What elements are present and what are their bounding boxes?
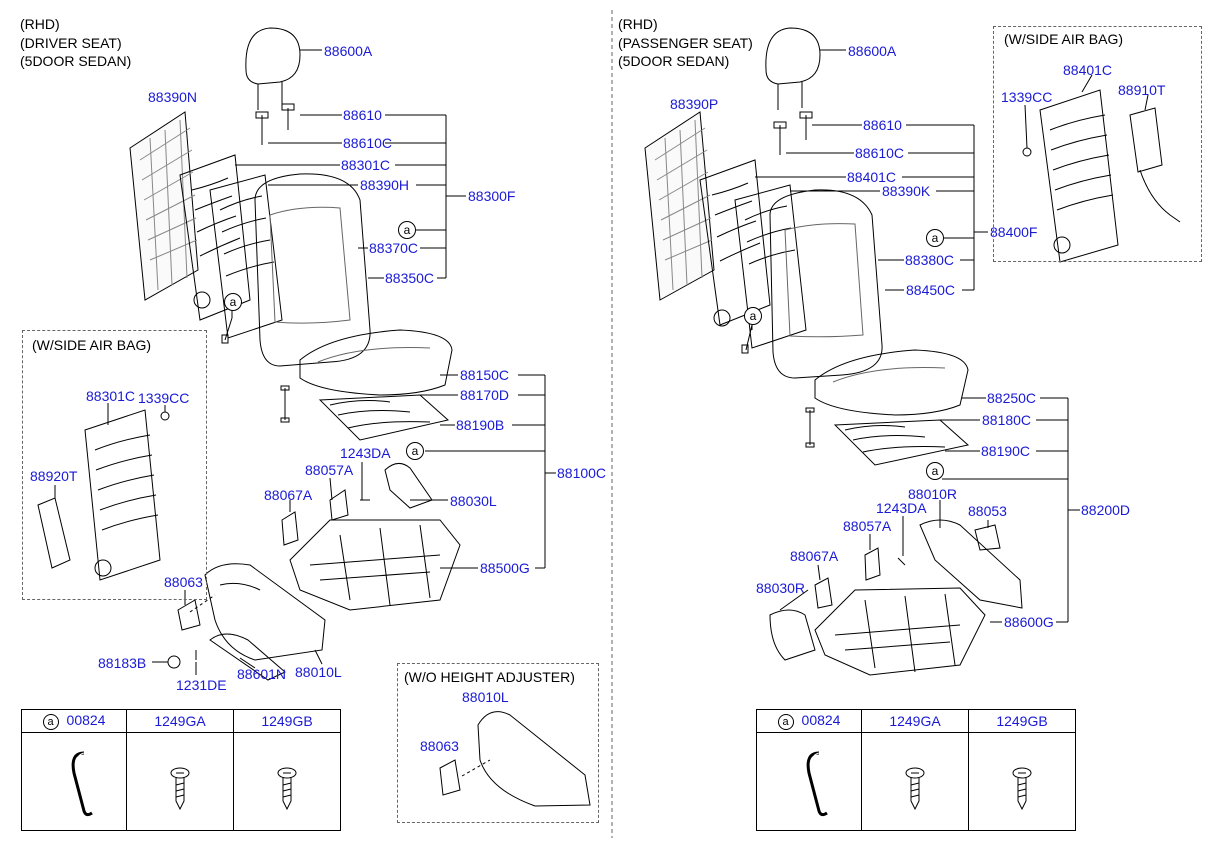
part-88183b[interactable]: 88183B (98, 655, 147, 671)
callout-a-table-left: a (42, 714, 59, 730)
table-header-1249ga-right[interactable]: 1249GA (889, 713, 941, 729)
part-88400f[interactable]: 88400F (990, 224, 1038, 240)
table-header-00824-right[interactable]: 00824 (801, 712, 841, 728)
no-height-adjuster-title: (W/O HEIGHT ADJUSTER) (404, 669, 575, 685)
part-1231de[interactable]: 1231DE (176, 677, 227, 693)
part-88190c[interactable]: 88190C (981, 443, 1031, 459)
screw-1249ga-left (126, 732, 234, 831)
screw-1249gb-right (968, 732, 1076, 831)
callout-a-frame-right: a (744, 307, 762, 325)
clip-icon (806, 751, 828, 817)
part-88380c[interactable]: 88380C (905, 252, 955, 268)
part-88010r[interactable]: 88010R (908, 486, 958, 502)
part-88067a-right[interactable]: 88067A (790, 548, 839, 564)
part-88401c[interactable]: 88401C (847, 169, 897, 185)
table-header-1249gb-right[interactable]: 1249GB (996, 713, 1048, 729)
part-88610-right[interactable]: 88610 (863, 117, 902, 133)
part-88250c[interactable]: 88250C (987, 390, 1037, 406)
part-88063-left[interactable]: 88063 (164, 574, 203, 590)
part-88350c[interactable]: 88350C (385, 270, 435, 286)
part-88300f[interactable]: 88300F (468, 188, 516, 204)
table-col-00824-left: a 00824 (21, 709, 127, 733)
part-88030r[interactable]: 88030R (756, 580, 806, 596)
callout-a-backrest-right: a (926, 229, 944, 247)
side-airbag-title-right: (W/SIDE AIR BAG) (1004, 31, 1124, 47)
part-88067a-left[interactable]: 88067A (264, 487, 313, 503)
screw-icon (277, 767, 297, 811)
header-line-rhd-right: (RHD) (618, 16, 658, 32)
part-88200d[interactable]: 88200D (1081, 502, 1131, 518)
part-88920t[interactable]: 88920T (30, 468, 78, 484)
header-line-body: (5DOOR SEDAN) (20, 53, 132, 69)
part-88190b[interactable]: 88190B (456, 417, 505, 433)
callout-a-backrest-left: a (398, 221, 416, 239)
header-line-body-right: (5DOOR SEDAN) (618, 53, 730, 69)
clip-00824-right (756, 732, 862, 831)
part-88010l-noheight[interactable]: 88010L (462, 689, 509, 705)
part-1243da-left[interactable]: 1243DA (340, 445, 391, 461)
header-line-seat: (DRIVER SEAT) (20, 35, 122, 51)
part-88610c-left[interactable]: 88610C (343, 135, 393, 151)
table-header-1249gb-left[interactable]: 1249GB (261, 713, 313, 729)
part-88610-left[interactable]: 88610 (343, 107, 382, 123)
part-88500g[interactable]: 88500G (480, 560, 530, 576)
clip-00824-left (21, 732, 127, 831)
screw-1249ga-right (861, 732, 969, 831)
part-88010l-left[interactable]: 88010L (295, 664, 342, 680)
part-88390k[interactable]: 88390K (882, 183, 931, 199)
part-88180c[interactable]: 88180C (982, 412, 1032, 428)
part-88600a-right[interactable]: 88600A (848, 43, 897, 59)
part-88450c[interactable]: 88450C (906, 282, 956, 298)
fastener-table-left: a 00824 1249GA 1249GB (21, 709, 341, 831)
part-88170d[interactable]: 88170D (460, 387, 510, 403)
part-88053[interactable]: 88053 (968, 503, 1007, 519)
part-88601n[interactable]: 88601N (237, 666, 287, 682)
part-88030l[interactable]: 88030L (450, 493, 497, 509)
table-header-00824-left[interactable]: 00824 (66, 712, 106, 728)
header-line-rhd: (RHD) (20, 16, 60, 32)
screw-1249gb-left (233, 732, 341, 831)
part-1339cc-left[interactable]: 1339CC (138, 390, 190, 406)
part-88301c-airbag[interactable]: 88301C (86, 388, 136, 404)
part-88390h[interactable]: 88390H (360, 177, 410, 193)
no-height-adjuster-box (397, 663, 599, 823)
part-88100c[interactable]: 88100C (557, 465, 607, 481)
table-col-00824-right: a 00824 (756, 709, 862, 733)
clip-icon (71, 751, 93, 817)
part-1243da-right[interactable]: 1243DA (876, 500, 927, 516)
part-88370c[interactable]: 88370C (369, 240, 419, 256)
part-88600a-left[interactable]: 88600A (324, 43, 373, 59)
part-88910t[interactable]: 88910T (1118, 82, 1166, 98)
callout-a-frame-left: a (224, 293, 242, 311)
part-88390n[interactable]: 88390N (148, 89, 198, 105)
part-88057a-left[interactable]: 88057A (305, 462, 354, 478)
side-airbag-title-left: (W/SIDE AIR BAG) (32, 337, 152, 353)
screw-icon (905, 767, 925, 811)
part-88057a-right[interactable]: 88057A (843, 518, 892, 534)
callout-a-cushion-right: a (926, 462, 944, 480)
screw-icon (170, 767, 190, 811)
side-airbag-box-right (993, 26, 1202, 262)
part-88301c[interactable]: 88301C (341, 157, 391, 173)
part-88401c-airbag[interactable]: 88401C (1063, 62, 1113, 78)
screw-icon (1012, 767, 1032, 811)
part-1339cc-right[interactable]: 1339CC (1001, 89, 1053, 105)
side-airbag-box-left (22, 330, 207, 600)
callout-a-table-right: a (777, 714, 794, 730)
callout-a-cushion-left: a (406, 442, 424, 460)
part-88390p[interactable]: 88390P (670, 96, 719, 112)
part-88600g[interactable]: 88600G (1004, 614, 1054, 630)
part-88610c-right[interactable]: 88610C (855, 145, 905, 161)
header-line-seat-right: (PASSENGER SEAT) (618, 35, 753, 51)
table-header-1249ga-left[interactable]: 1249GA (154, 713, 206, 729)
part-88063-noheight[interactable]: 88063 (420, 738, 459, 754)
fastener-table-right: a 00824 1249GA 1249GB (756, 709, 1076, 831)
part-88150c[interactable]: 88150C (460, 367, 510, 383)
